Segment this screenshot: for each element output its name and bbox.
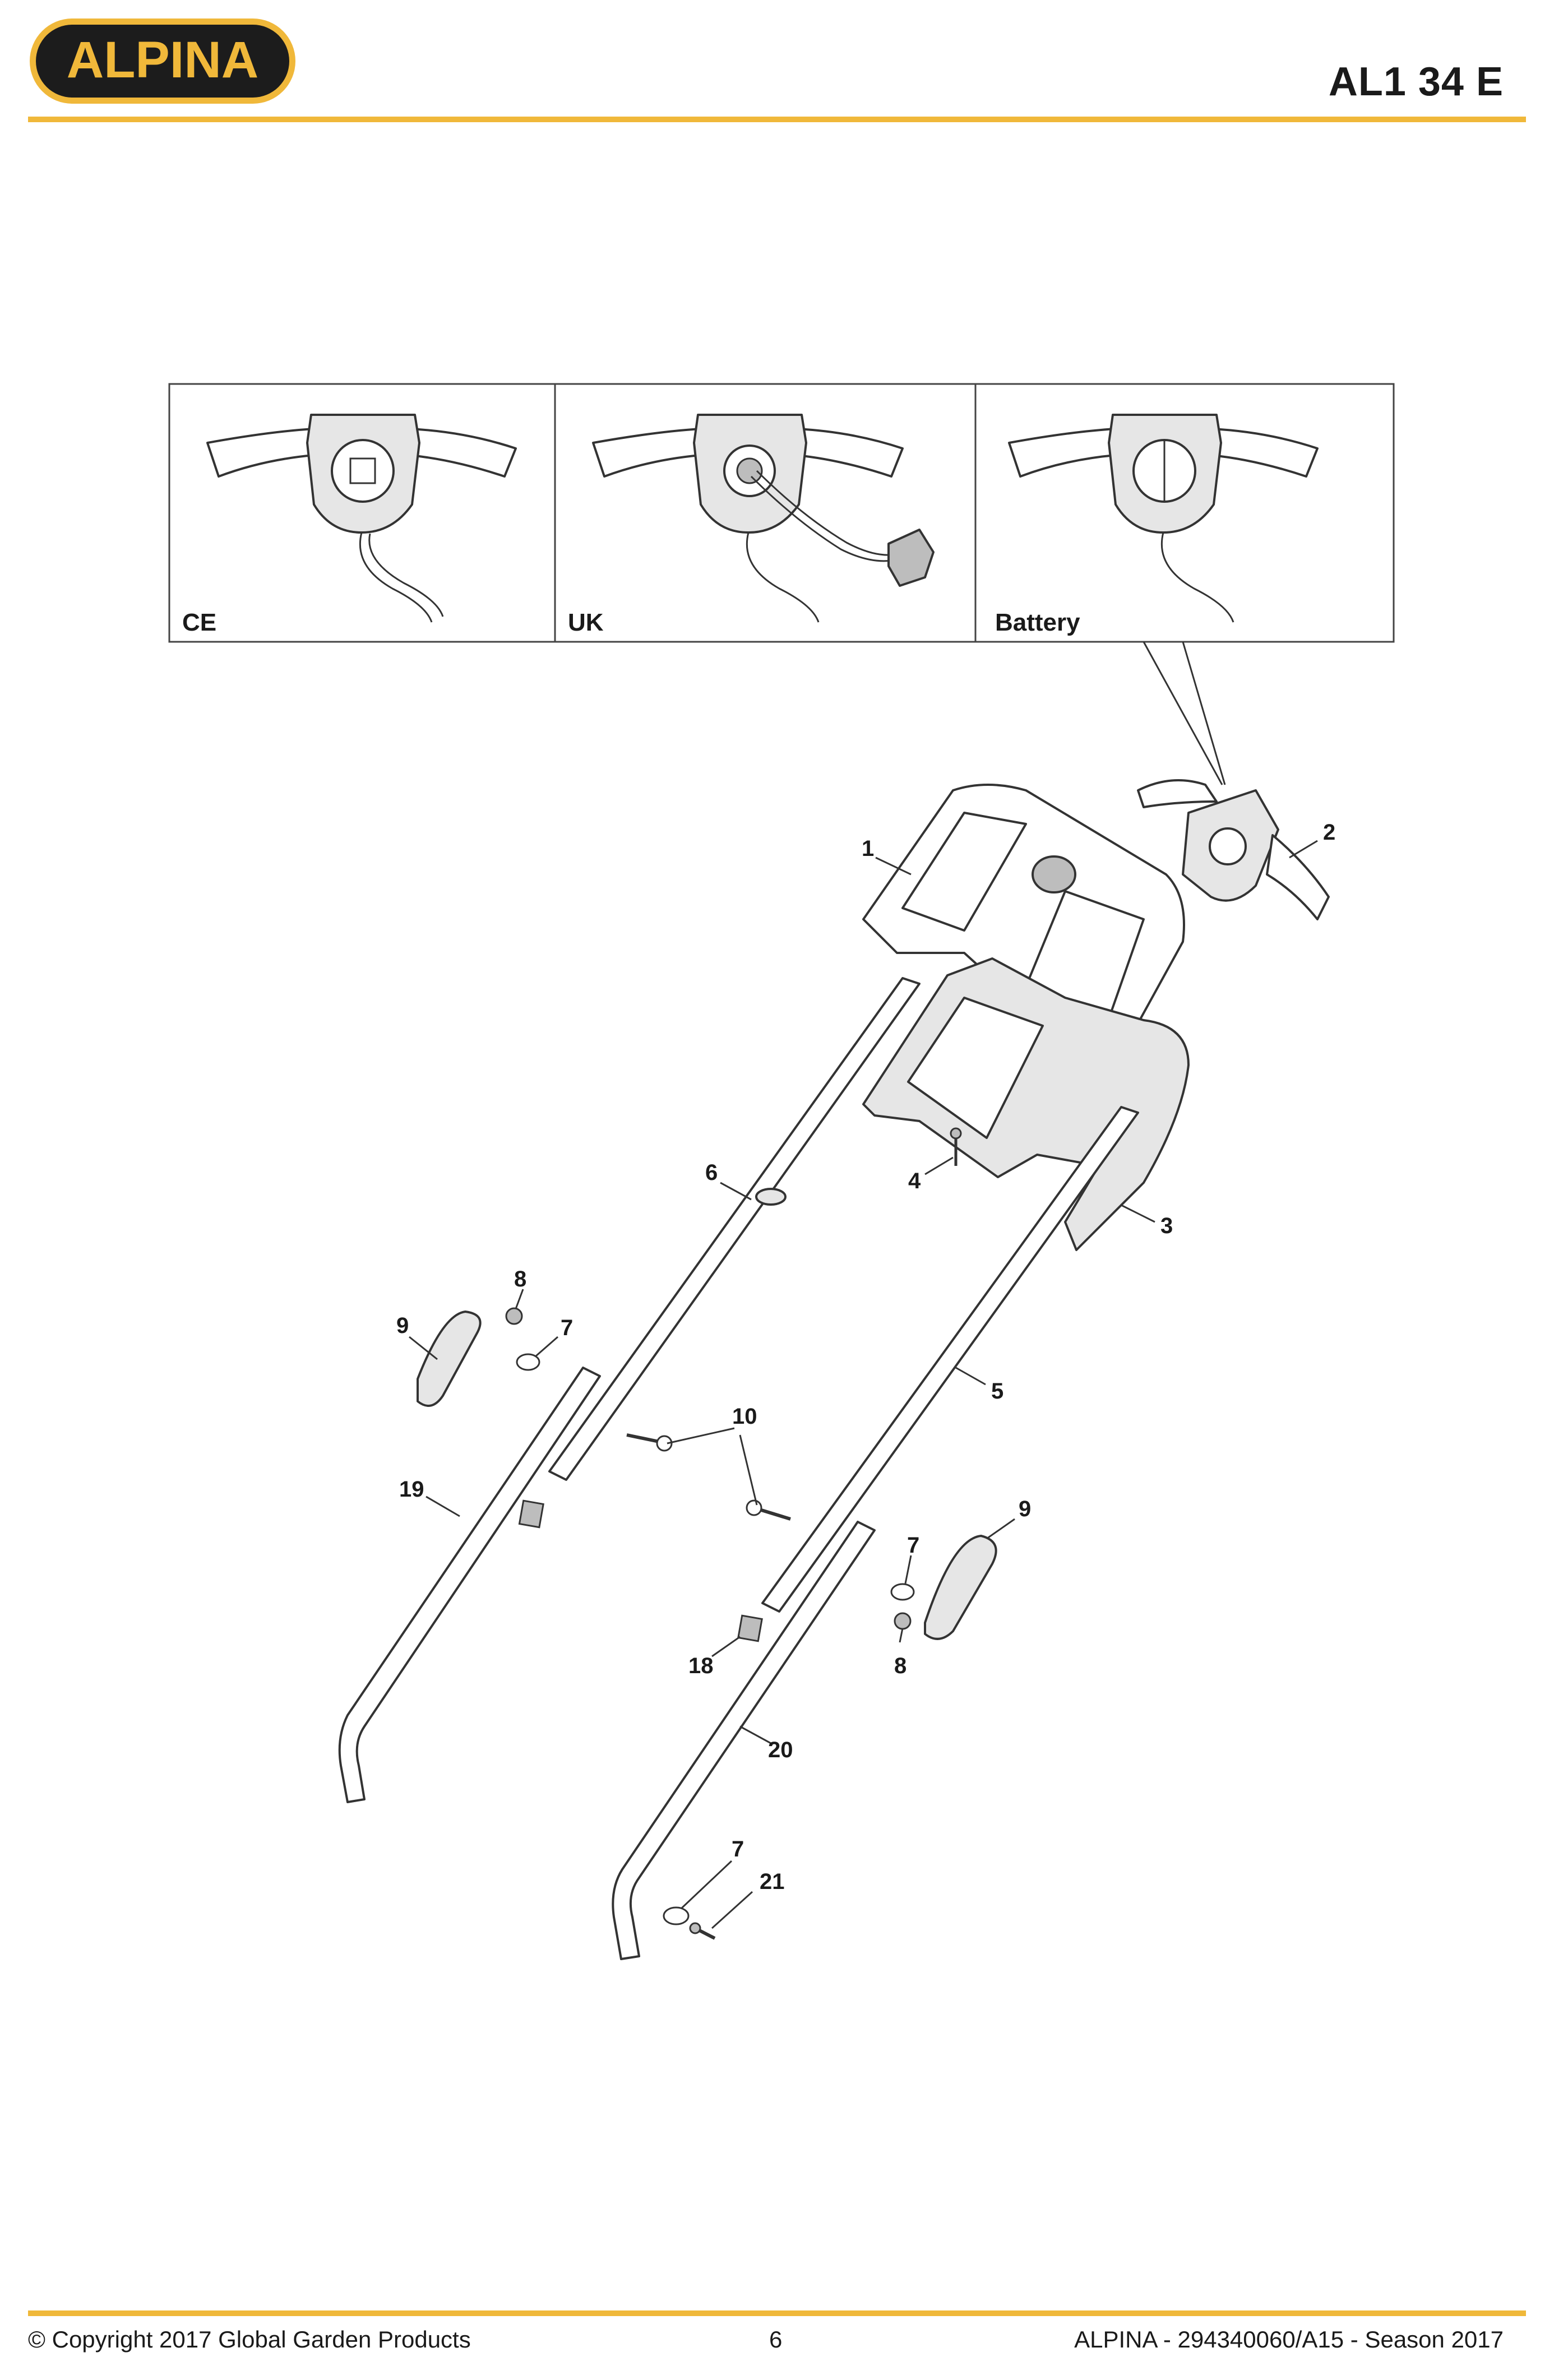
callouts: 1 2 3 4 5 6 7 7 7 8 8 9 9 10 18 19 20 21 — [396, 820, 1335, 1894]
footer-copyright: © Copyright 2017 Global Garden Products — [28, 2326, 471, 2353]
callout-19: 19 — [399, 1477, 424, 1502]
part-8-nut-lower — [894, 1612, 912, 1630]
part-5-right-upper-tube — [761, 1106, 1139, 1613]
part-7-washer-lower — [663, 1906, 690, 1925]
callout-4: 4 — [908, 1169, 921, 1193]
battery-label: Battery — [995, 609, 1080, 636]
callout-10: 10 — [732, 1404, 757, 1429]
part-9-lever-left — [417, 1311, 482, 1407]
part-7-washer-upper — [516, 1353, 540, 1371]
callout-1: 1 — [862, 836, 874, 861]
uk-control-box — [592, 414, 935, 623]
callout-7-upper: 7 — [561, 1316, 573, 1340]
part-3-lower-frame — [862, 957, 1190, 1251]
part-19-left-lower-tube — [338, 1367, 601, 1803]
brand-text: ALPINA — [67, 31, 258, 89]
ce-label: CE — [182, 609, 216, 636]
model-title: AL1 34 E — [1328, 59, 1504, 104]
ce-control-box — [206, 414, 517, 623]
callout-9-right: 9 — [1019, 1497, 1031, 1521]
callout-8-lower: 8 — [894, 1654, 906, 1678]
footer-document-id: ALPINA - 294340060/A15 - Season 2017 — [1074, 2326, 1504, 2353]
callout-9-left: 9 — [396, 1313, 409, 1338]
part-1-handle-frame — [862, 784, 1185, 1073]
uk-label: UK — [568, 609, 604, 636]
callout-20: 20 — [768, 1738, 793, 1762]
footer-page-number: 6 — [769, 2326, 783, 2353]
callout-3: 3 — [1160, 1214, 1173, 1238]
callout-21: 21 — [760, 1869, 785, 1894]
callout-5: 5 — [991, 1379, 1003, 1404]
callout-2: 2 — [1323, 820, 1335, 845]
part-10-bolts — [626, 1433, 791, 1521]
callout-7-lower: 7 — [732, 1837, 744, 1862]
part-4-screw — [950, 1127, 962, 1166]
part-2-control-box — [1137, 779, 1330, 920]
part-20-right-lower-tube — [612, 1521, 876, 1960]
part-7-washer-middle — [890, 1583, 915, 1601]
callout-6: 6 — [705, 1160, 718, 1185]
header-divider — [28, 117, 1526, 122]
callout-18: 18 — [688, 1654, 714, 1678]
part-9-lever-right — [924, 1535, 997, 1640]
part-6-left-upper-tube — [548, 977, 921, 1481]
variant-panels: CE UK Battery — [168, 383, 1395, 785]
callout-8-upper: 8 — [514, 1267, 526, 1291]
part-21-screw — [689, 1922, 716, 1940]
callout-7-middle: 7 — [907, 1533, 919, 1558]
leader-lines — [409, 840, 1318, 1929]
battery-control-box — [1008, 414, 1319, 623]
part-8-nut-upper — [505, 1307, 523, 1325]
alpina-logo: ALPINA — [30, 18, 295, 104]
footer-divider — [28, 2310, 1526, 2316]
